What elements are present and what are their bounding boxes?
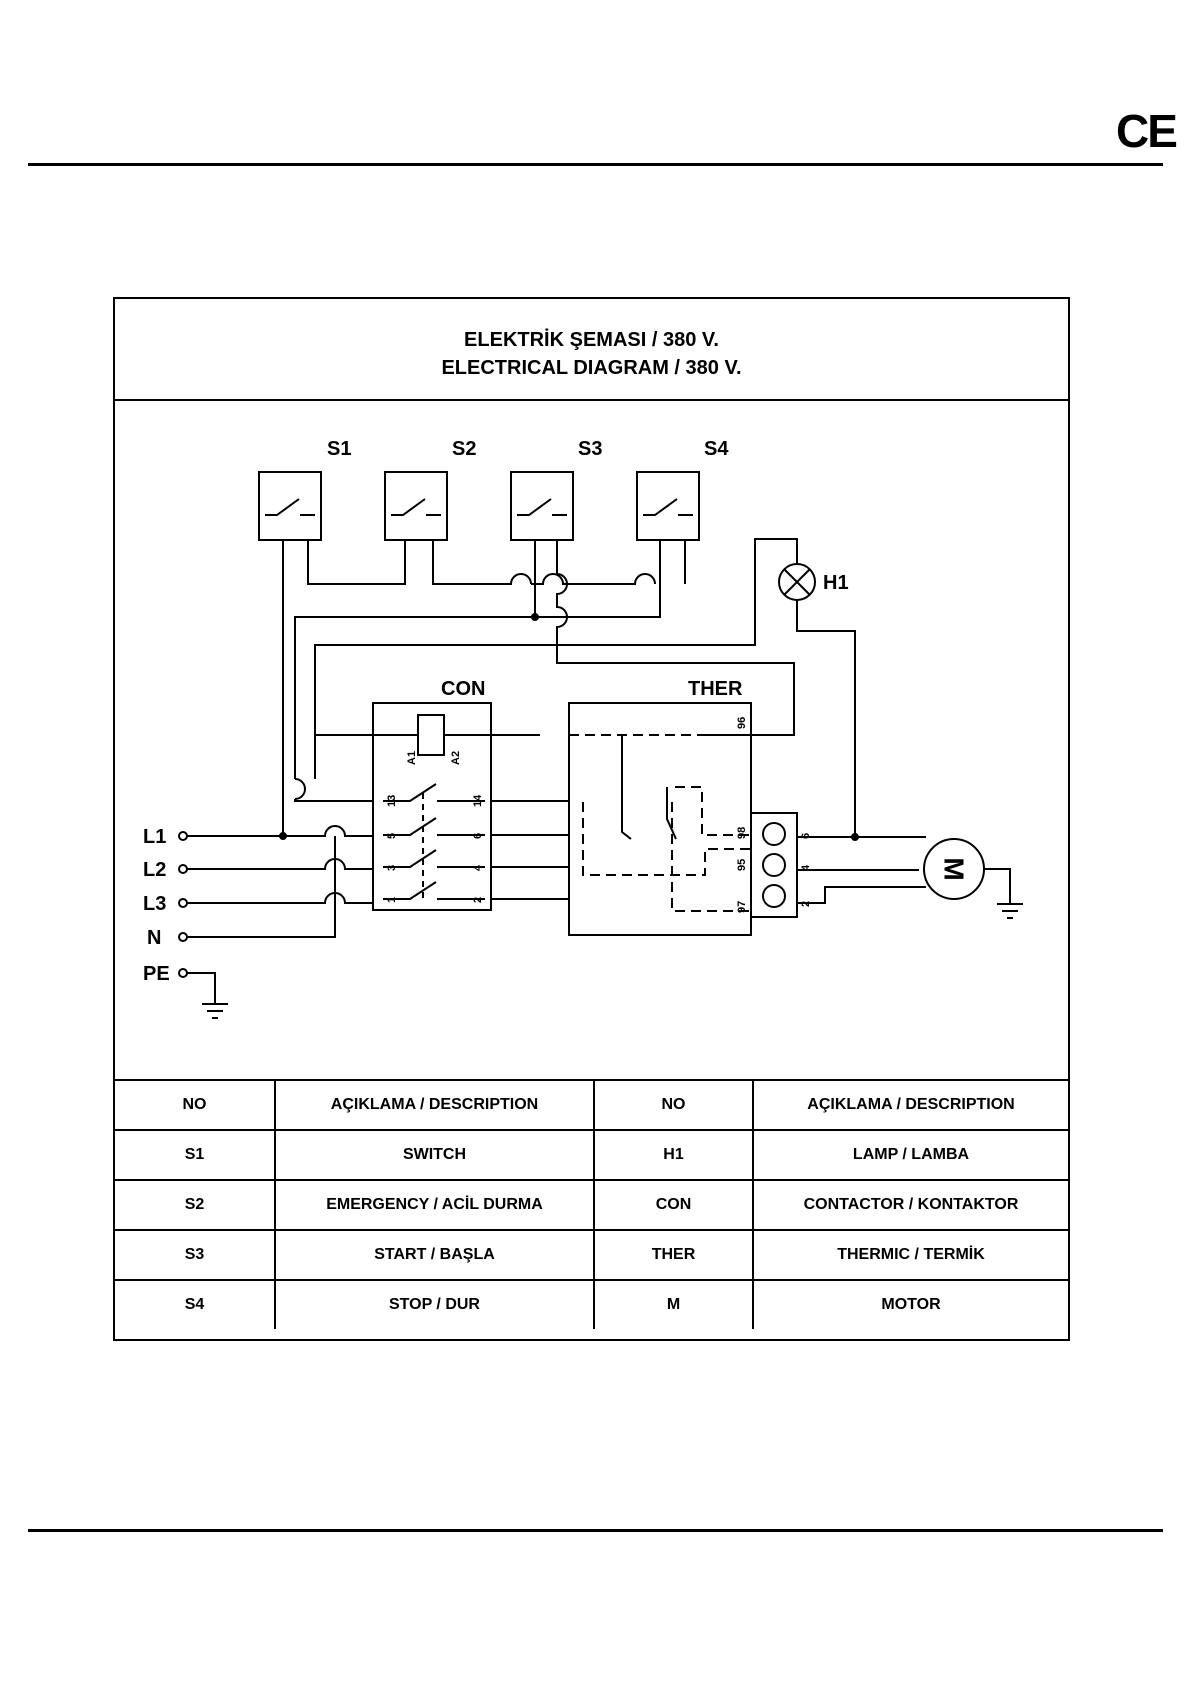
legend-description: START / BAŞLA [274,1229,595,1281]
ce-mark: CE [1116,105,1178,157]
out-2: 2 [800,901,812,907]
con-left-5: 5 [386,833,398,839]
wiring [282,538,856,837]
legend-row: S1 SWITCH H1 LAMP / LAMBA [115,1129,1068,1181]
contactor-label: CON [441,678,485,700]
diagram-frame: ELEKTRİK ŞEMASI / 380 V. ELECTRICAL DIAG… [113,297,1070,1341]
ther-98: 98 [736,827,748,839]
legend-description: CONTACTOR / KONTAKTOR [752,1179,1068,1231]
con-left-1: 1 [386,897,398,903]
con-right-2: 2 [472,897,484,903]
motor-label: M [939,857,970,880]
legend-row: S4 STOP / DUR M MOTOR [115,1279,1068,1329]
ther-95: 95 [736,859,748,871]
line-l2-label: L2 [143,859,166,881]
output-terminal-block [750,812,798,918]
legend-code: S1 [115,1129,276,1181]
ther-96: 96 [736,717,748,729]
output-terminals [762,822,786,908]
legend-header-no: NO [593,1079,754,1131]
legend-table: NO AÇIKLAMA / DESCRIPTION NO AÇIKLAMA / … [115,1079,1068,1329]
legend-row: S2 EMERGENCY / ACİL DURMA CON CONTACTOR … [115,1179,1068,1231]
line-l1-label: L1 [143,826,166,848]
legend-header-description: AÇIKLAMA / DESCRIPTION [752,1079,1068,1131]
out-4: 4 [800,864,812,871]
line-n-label: N [147,927,161,949]
switch-s4-box [636,471,700,541]
legend-header-description: AÇIKLAMA / DESCRIPTION [274,1079,595,1131]
con-right-14: 14 [472,794,484,807]
legend-code: S2 [115,1179,276,1231]
thermic-box [568,702,752,936]
thermic-internals [569,734,751,912]
legend-code: H1 [593,1129,754,1181]
lamp-label: H1 [823,572,849,594]
top-rule [28,163,1163,166]
switch-s3-box [510,471,574,541]
title-line-1: ELEKTRİK ŞEMASI / 380 V. [464,329,719,351]
switch-s1-label: S1 [327,438,351,460]
con-left-13: 13 [386,795,398,807]
legend-code: THER [593,1229,754,1281]
contactor-box [372,702,492,911]
switch-s1-box [258,471,322,541]
legend-code: S3 [115,1229,276,1281]
line-terminals [178,831,188,978]
title-line-2: ELECTRICAL DIAGRAM / 380 V. [441,357,742,379]
legend-row: S3 START / BAŞLA THER THERMIC / TERMİK [115,1229,1068,1281]
line-l3-label: L3 [143,893,166,915]
legend-code: CON [593,1179,754,1231]
bottom-rule [28,1529,1163,1532]
switch-s2-label: S2 [452,438,476,460]
legend-description: SWITCH [274,1129,595,1181]
title-box: ELEKTRİK ŞEMASI / 380 V. ELECTRICAL DIAG… [115,299,1068,401]
ther-97: 97 [736,901,748,913]
power-lines [187,778,569,1019]
legend-description: LAMP / LAMBA [752,1129,1068,1181]
line-pe-label: PE [143,963,170,985]
switch-s3-label: S3 [578,438,602,460]
legend-code: M [593,1279,754,1329]
contactor-coil [417,714,445,756]
legend-header-row: NO AÇIKLAMA / DESCRIPTION NO AÇIKLAMA / … [115,1079,1068,1131]
con-left-3: 3 [386,865,398,871]
legend-description: STOP / DUR [274,1279,595,1329]
out-6: 6 [800,833,812,839]
coil-a1: A1 [406,751,418,765]
legend-description: EMERGENCY / ACİL DURMA [274,1179,595,1231]
wiring-diagram: S1 S2 S3 S4 H1 CON THER L1 L2 L3 N PE M … [143,438,1023,1019]
con-right-4: 4 [472,864,484,871]
lamp-h1 [778,563,816,601]
legend-description: THERMIC / TERMİK [752,1229,1068,1281]
coil-a2: A2 [450,751,462,765]
switch-s2-box [384,471,448,541]
legend-code: S4 [115,1279,276,1329]
switch-contacts [265,498,693,516]
contactor-contacts [383,783,485,901]
thermic-label: THER [688,678,743,700]
legend-description: MOTOR [752,1279,1068,1329]
switch-s4-label: S4 [704,438,729,460]
motor [797,836,1023,919]
con-right-6: 6 [472,833,484,839]
legend-header-no: NO [115,1079,276,1131]
